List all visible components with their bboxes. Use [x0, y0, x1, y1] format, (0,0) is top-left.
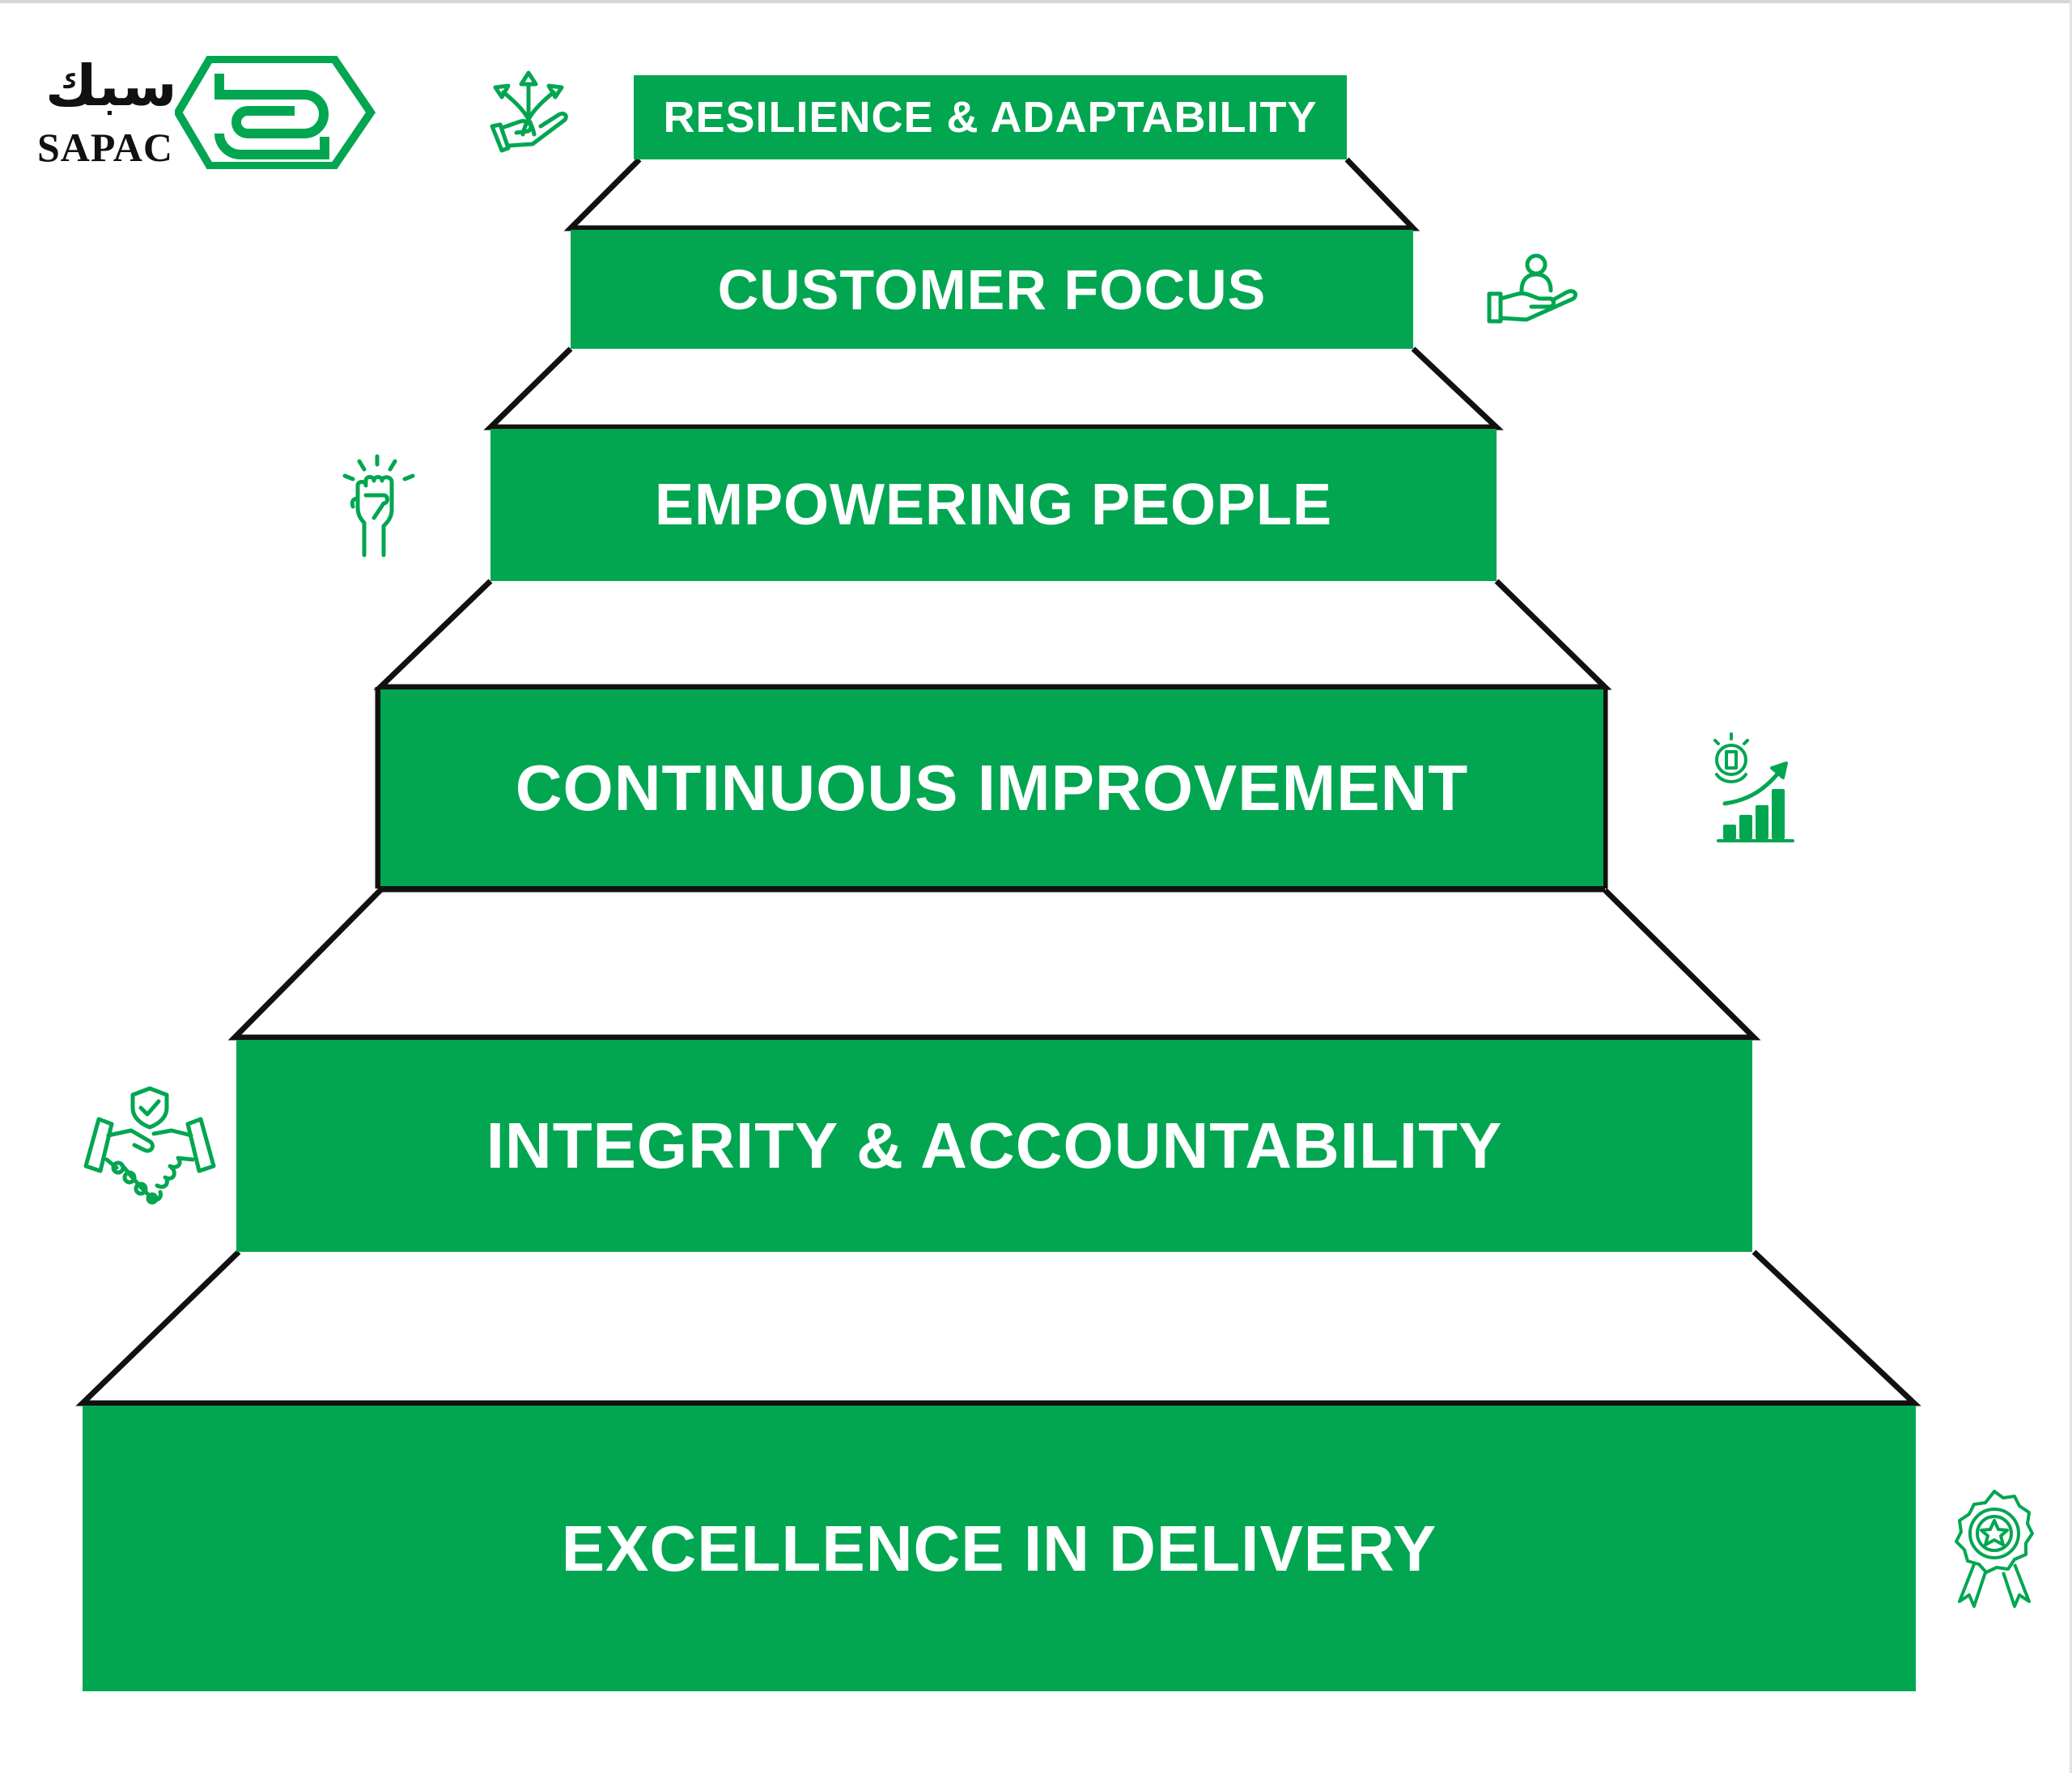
step-continuous-improvement: CONTINUOUS IMPROVEMENT — [380, 689, 1603, 886]
sapac-logo: سبك SAPAC — [37, 56, 381, 173]
step-label: CUSTOMER FOCUS — [717, 257, 1267, 321]
step-label: CONTINUOUS IMPROVEMENT — [515, 751, 1469, 824]
logo-latin-text: SAPAC — [37, 125, 173, 170]
step-label: EXCELLENCE IN DELIVERY — [561, 1512, 1437, 1584]
step-resilience-adaptability: RESILIENCE & ADAPTABILITY — [634, 75, 1347, 159]
raised-fist-icon — [342, 454, 415, 558]
step-integrity-accountability: INTEGRITY & ACCOUNTABILITY — [236, 1040, 1752, 1252]
step-label: EMPOWERING PEOPLE — [654, 473, 1333, 537]
step-label: INTEGRITY & ACCOUNTABILITY — [486, 1109, 1503, 1181]
award-ribbon-icon — [1955, 1490, 2034, 1608]
top-border — [0, 0, 2072, 3]
handshake-shield-icon — [83, 1086, 216, 1205]
step-empowering-people: EMPOWERING PEOPLE — [490, 429, 1497, 581]
step-label: RESILIENCE & ADAPTABILITY — [663, 93, 1318, 142]
logo-hexagon-icon — [175, 56, 376, 169]
hand-person-icon — [1487, 253, 1577, 324]
growth-chart-lightbulb-icon — [1713, 732, 1794, 842]
logo-arabic-text: سبك — [45, 53, 177, 119]
hand-arrows-icon — [490, 70, 568, 153]
step-customer-focus: CUSTOMER FOCUS — [571, 230, 1413, 349]
right-border — [2070, 0, 2072, 1773]
step-excellence-in-delivery: EXCELLENCE IN DELIVERY — [83, 1406, 1916, 1691]
